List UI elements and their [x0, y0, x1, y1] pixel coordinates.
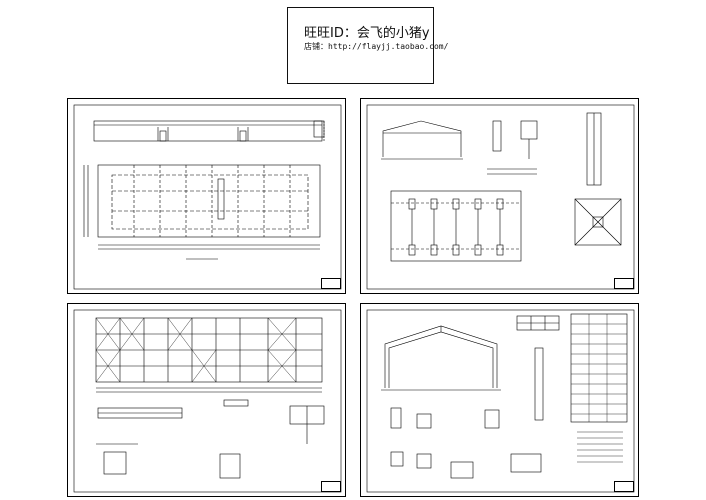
sheet-1-title-block [321, 278, 341, 289]
watermark-box: 旺旺ID：会飞的小猪y 店铺：http://flayjj.taobao.com/ [287, 7, 448, 84]
drawing-sheet-2[interactable] [360, 98, 639, 294]
shop-url-text: 店铺：http://flayjj.taobao.com/ [304, 42, 449, 51]
sheet-3-drawing [73, 309, 342, 493]
sheet-4-title-block [614, 481, 634, 492]
drawing-sheet-4[interactable] [360, 303, 639, 497]
drawing-sheet-1[interactable] [67, 98, 346, 294]
sheet-2-drawing [366, 104, 635, 290]
sheet-4-drawing [366, 309, 635, 493]
shop-id-text: 旺旺ID：会飞的小猪y [304, 26, 430, 41]
drawing-sheet-3[interactable] [67, 303, 346, 497]
sheet-1-drawing [73, 104, 342, 290]
sheet-3-title-block [321, 481, 341, 492]
sheet-2-title-block [614, 278, 634, 289]
